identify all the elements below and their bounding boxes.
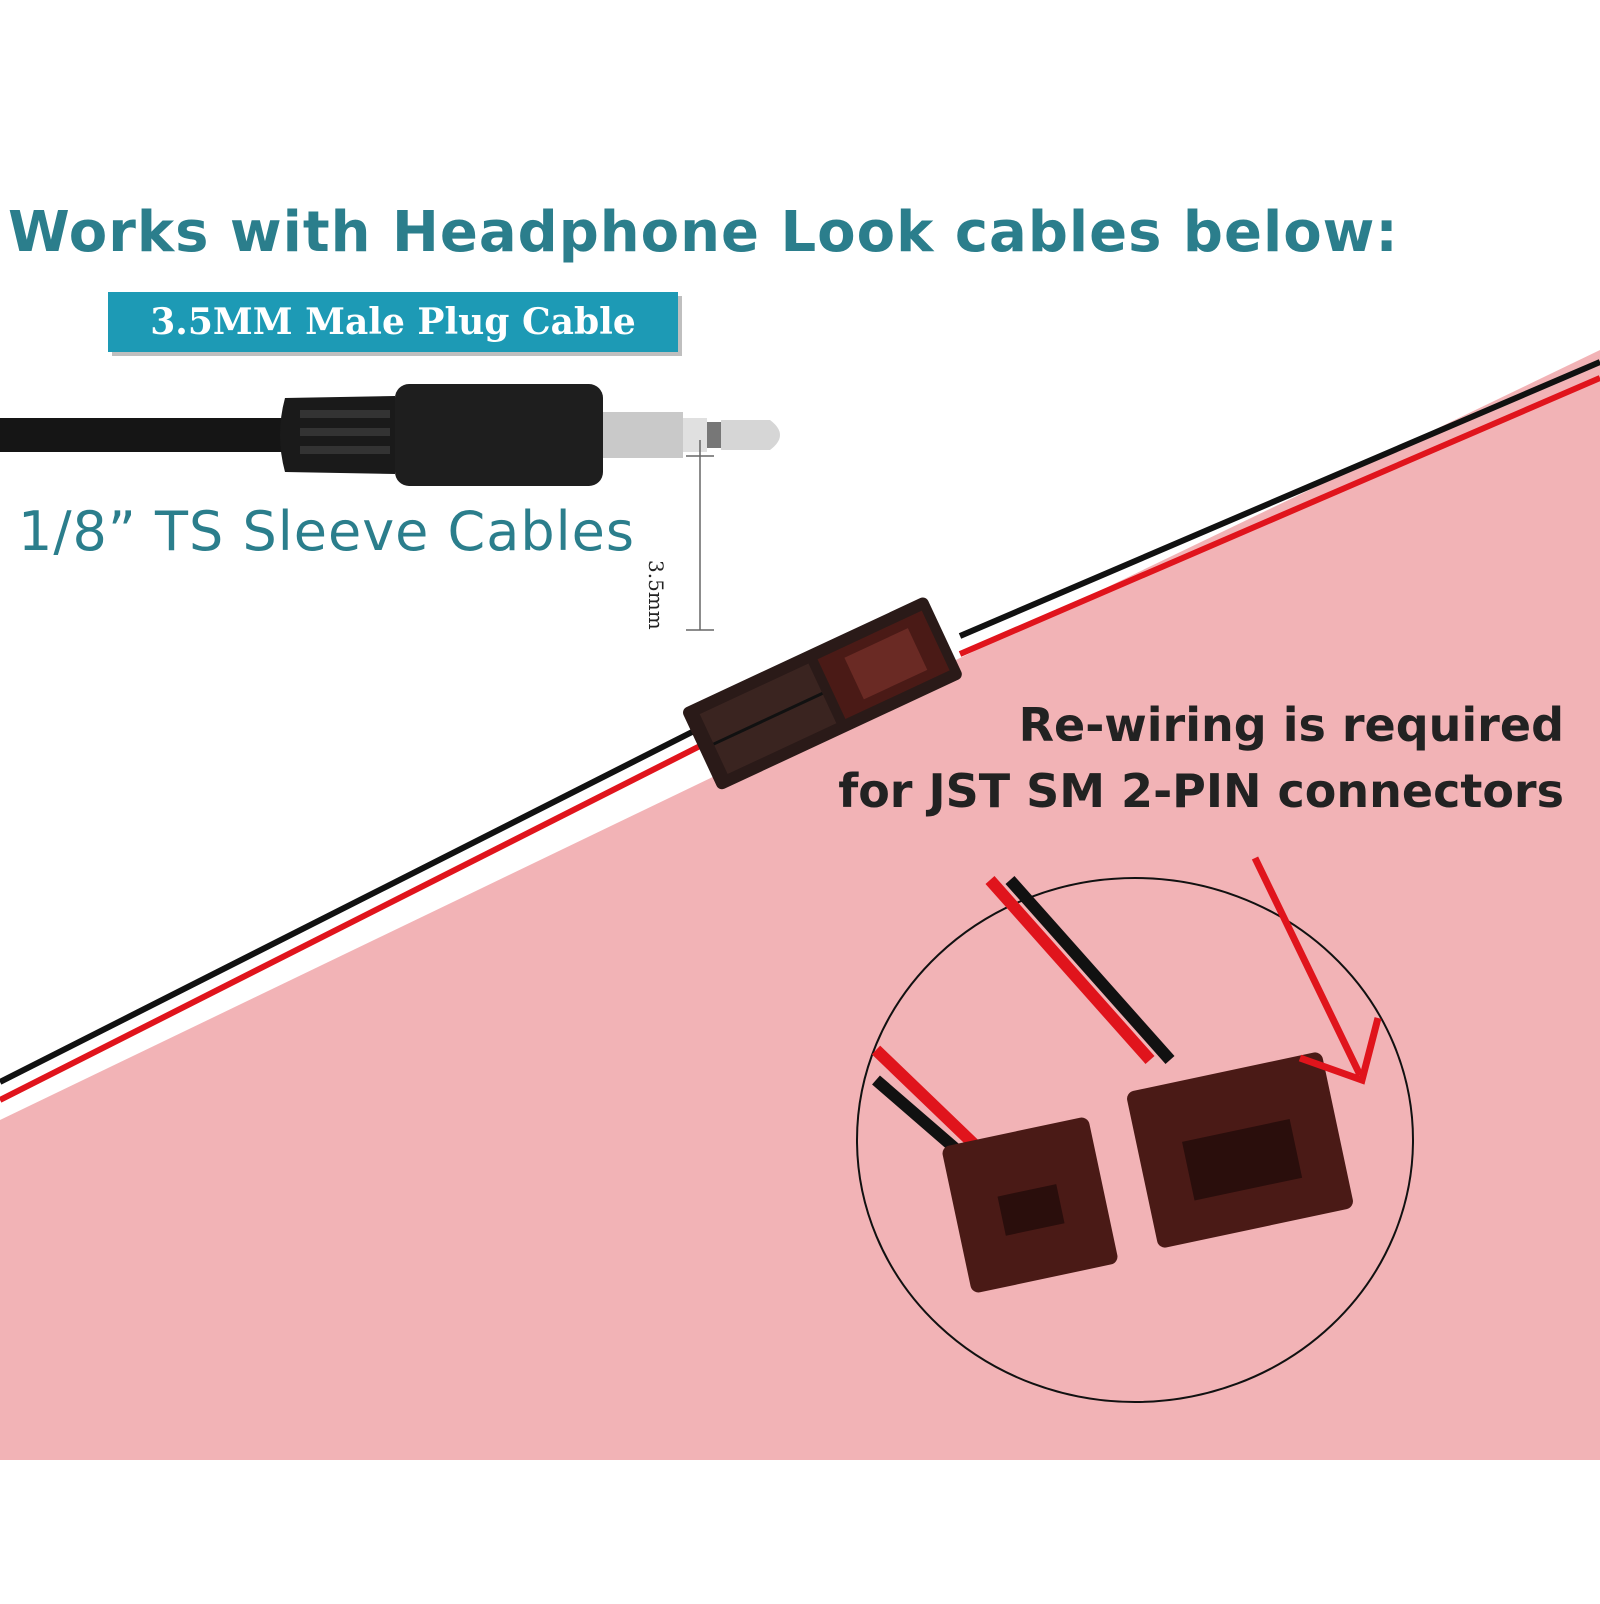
plug-type-badge: 3.5MM Male Plug Cable xyxy=(108,292,678,352)
rewire-note: Re-wiring is required for JST SM 2-PIN c… xyxy=(838,692,1564,824)
rewire-note-line-1: Re-wiring is required xyxy=(1018,698,1564,752)
jst-female-connector xyxy=(942,1117,1118,1293)
zoom-circle xyxy=(856,876,1414,1403)
page-title: Works with Headphone Look cables below: xyxy=(8,200,1399,265)
jst-connector-on-wire xyxy=(683,597,962,790)
jst-male-connector xyxy=(1127,1052,1353,1248)
rewire-note-line-2: for JST SM 2-PIN connectors xyxy=(838,764,1564,818)
red-arrow-icon xyxy=(1251,856,1382,1085)
audio-plug-3-5mm xyxy=(0,384,780,631)
dimension-label: 3.5mm xyxy=(644,560,668,630)
cable-type-caption: 1/8” TS Sleeve Cables xyxy=(18,500,635,563)
diagonal-wire xyxy=(0,359,1600,1103)
